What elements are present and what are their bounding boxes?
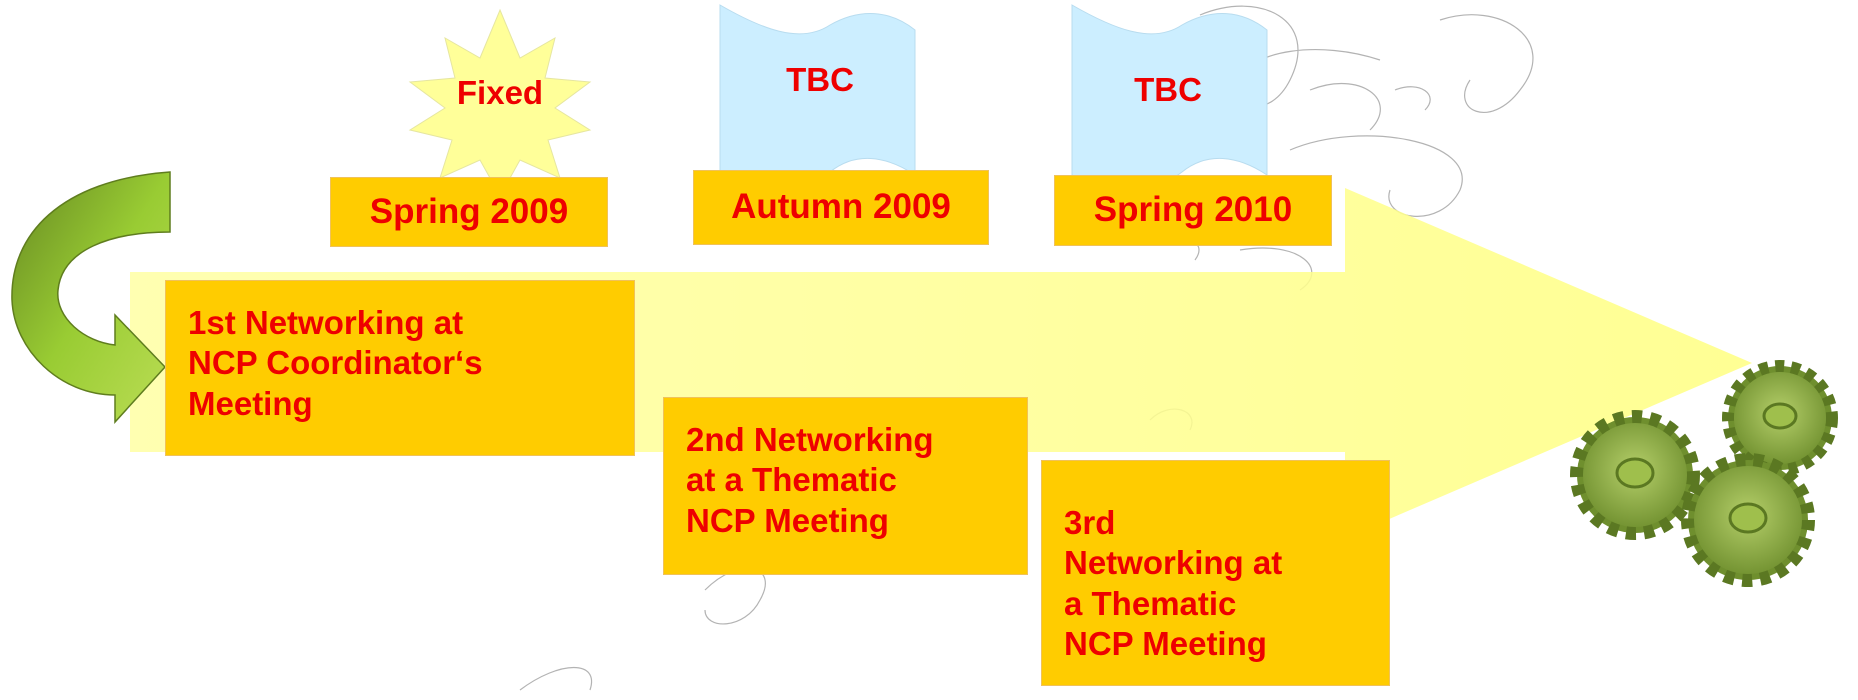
gears-icon <box>1570 360 1838 587</box>
badge-tbc-autumn: TBC <box>786 61 854 98</box>
curved-arrow-icon <box>11 171 171 424</box>
badge-tbc-spring-2010: TBC <box>1134 71 1202 108</box>
meeting-box-2: 2nd Networking at a Thematic NCP Meeting <box>663 397 1028 575</box>
date-box-spring-2010: Spring 2010 <box>1054 175 1332 246</box>
badge-fixed: Fixed <box>456 74 544 111</box>
meeting-box-3: 3rd Networking at a Thematic NCP Meeting <box>1041 460 1390 686</box>
date-box-spring-2009: Spring 2009 <box>330 177 608 247</box>
date-box-autumn-2009: Autumn 2009 <box>693 170 989 245</box>
meeting-box-1: 1st Networking at NCP Coordinator‘s Meet… <box>165 280 635 456</box>
